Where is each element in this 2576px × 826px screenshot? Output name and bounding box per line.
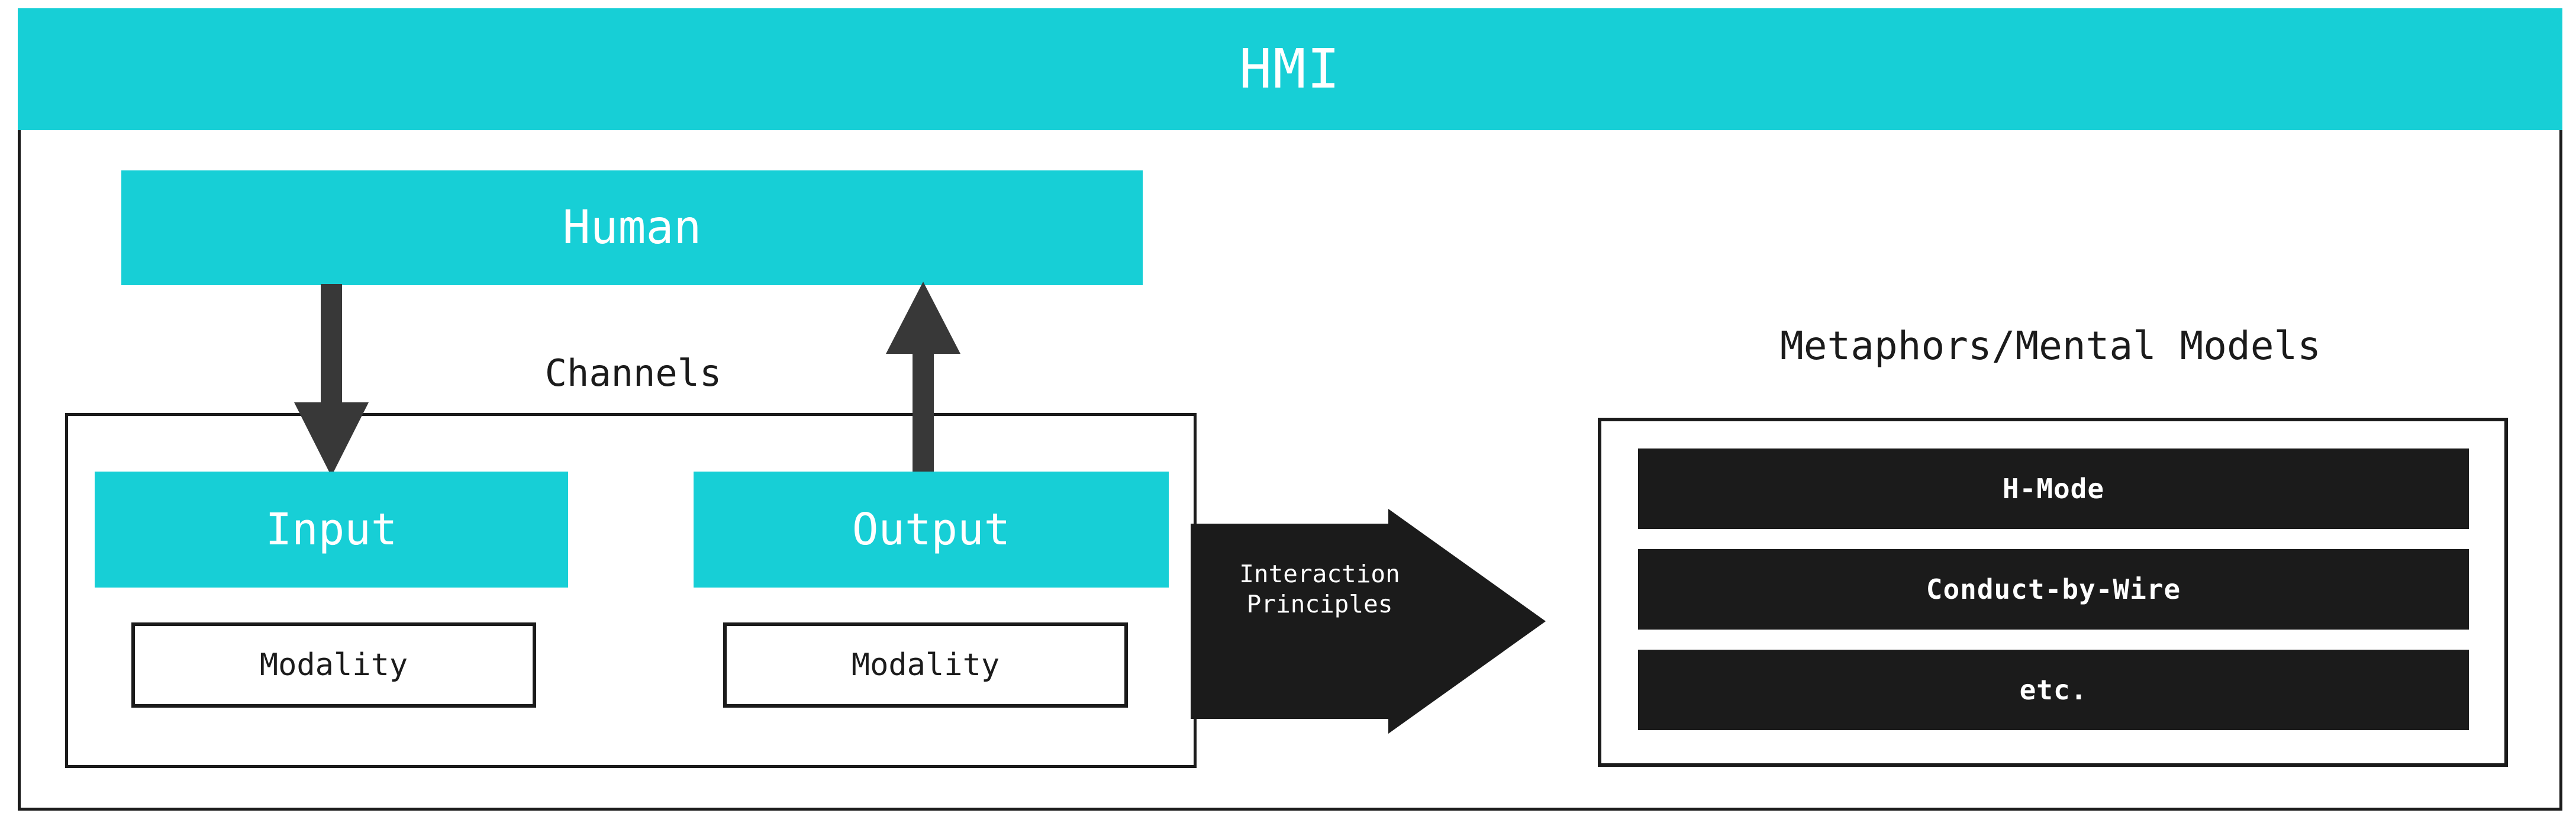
output-label: Output <box>852 504 1011 555</box>
human-label: Human <box>562 201 702 254</box>
metaphor-item-label: etc. <box>2019 674 2088 706</box>
metaphor-item-label: H-Mode <box>2002 473 2105 505</box>
input-modality-label: Modality <box>259 647 408 683</box>
output-modality-box: Modality <box>723 622 1128 708</box>
interaction-principles-arrow-icon <box>1191 509 1546 734</box>
channels-caption: Channels <box>544 351 722 395</box>
metaphor-item: etc. <box>1638 650 2469 730</box>
hmi-outer-frame <box>18 130 2562 811</box>
human-box: Human <box>121 170 1143 285</box>
metaphor-item: Conduct-by-Wire <box>1638 549 2469 630</box>
output-box: Output <box>694 472 1169 588</box>
channels-frame <box>65 413 1197 768</box>
metaphors-caption: Metaphors/Mental Models <box>1780 323 2321 369</box>
metaphor-item: H-Mode <box>1638 449 2469 529</box>
input-label: Input <box>265 504 398 555</box>
output-modality-label: Modality <box>851 647 1000 683</box>
hmi-title: HMI <box>1239 37 1342 101</box>
hmi-header-bar: HMI <box>18 8 2562 130</box>
metaphor-item-label: Conduct-by-Wire <box>1926 573 2181 605</box>
input-box: Input <box>95 472 568 588</box>
input-modality-box: Modality <box>131 622 536 708</box>
